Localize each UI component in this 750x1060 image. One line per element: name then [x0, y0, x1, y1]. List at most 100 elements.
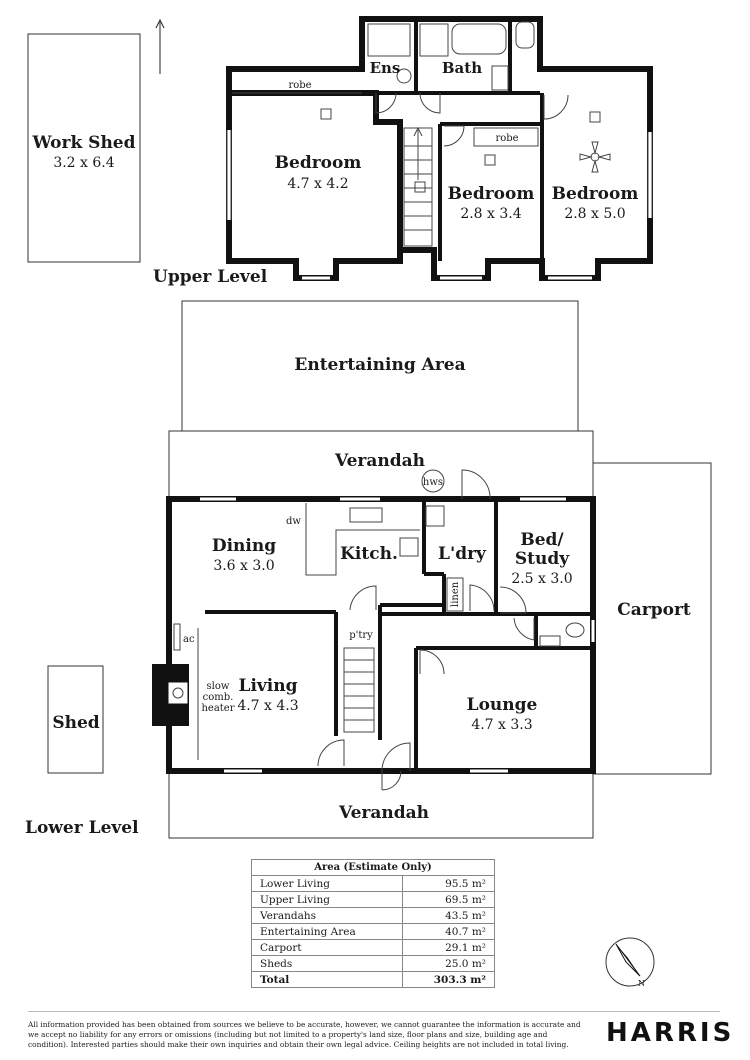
toilet-icon — [565, 622, 585, 638]
kitchen-bench — [305, 503, 420, 576]
area-row-label: Lower Living — [251, 875, 403, 892]
ac-unit-icon — [173, 623, 181, 651]
area-row-value: 25.0 m² — [401, 955, 496, 972]
ens-name: Ens — [370, 59, 401, 77]
work-shed-outline — [27, 33, 141, 263]
lower-stairs — [343, 647, 375, 733]
compass-north-letter: N — [638, 979, 645, 988]
bed-study-name-2: Study — [515, 549, 570, 569]
ceiling-light-icon — [589, 111, 601, 123]
ceiling-light-icon — [484, 154, 496, 166]
area-row-value: 69.5 m² — [401, 891, 496, 908]
total-value: 303.3 m² — [401, 971, 496, 988]
north-arrow-icon — [155, 18, 165, 74]
work-shed-name: Work Shed — [31, 133, 135, 153]
compass-icon: N — [605, 937, 655, 988]
dw-label: dw — [286, 516, 301, 527]
bedroom-3-name: Bedroom — [552, 184, 639, 204]
area-row-label: Sheds — [251, 955, 403, 972]
kitchen-name: Kitch. — [340, 544, 398, 564]
area-row-label: Verandahs — [251, 907, 403, 924]
work-shed-dims: 3.2 x 6.4 — [53, 155, 114, 171]
entertaining-area-name: Entertaining Area — [294, 355, 465, 375]
bedroom-2-name: Bedroom — [448, 184, 535, 204]
brand-logo: HARRIS — [606, 1018, 735, 1048]
bedroom3-door — [543, 94, 569, 120]
shed-name: Shed — [52, 713, 99, 733]
area-row-value: 40.7 m² — [401, 923, 496, 940]
bedroom-main-dims: 4.7 x 4.2 — [287, 176, 348, 192]
bed-study-name-1: Bed/ — [520, 530, 564, 550]
bedroom-3-dims: 2.8 x 5.0 — [564, 206, 625, 222]
dining-name: Dining — [212, 536, 276, 556]
carport-name: Carport — [617, 600, 691, 620]
ens-basin-icon — [396, 68, 412, 84]
ceiling-fan-icon — [579, 141, 611, 173]
footer-divider — [28, 1011, 720, 1012]
toilet-icon — [515, 21, 535, 49]
living-door — [317, 739, 345, 767]
bed-study-door — [499, 586, 527, 614]
pantry-label: p'try — [349, 630, 373, 641]
disclaimer-text: All information provided has been obtain… — [28, 1020, 581, 1049]
linen-cupboard — [446, 577, 464, 612]
bath-name: Bath — [442, 59, 482, 77]
pantry-door — [349, 585, 377, 611]
lounge-door — [419, 649, 445, 675]
ceiling-light-icon — [320, 108, 332, 120]
area-row-label: Upper Living — [251, 891, 403, 908]
upper-stairs — [403, 126, 433, 247]
living-dims: 4.7 x 4.3 — [237, 698, 298, 714]
laundry-name: L'dry — [438, 544, 487, 564]
robe-2-label: robe — [495, 133, 518, 144]
bathtub-icon — [451, 23, 507, 55]
area-row-label: Carport — [251, 939, 403, 956]
total-label: Total — [251, 971, 403, 988]
back-door — [461, 469, 491, 500]
area-row-value: 95.5 m² — [401, 875, 496, 892]
lower-level-label: Lower Level — [25, 818, 139, 838]
bath-door — [419, 92, 441, 114]
robe-1-label: robe — [288, 80, 311, 91]
living-name: Living — [239, 676, 298, 696]
laundry-tub-icon — [425, 505, 445, 527]
hws-icon — [421, 469, 445, 493]
ens-shower-icon — [367, 23, 411, 57]
basin-icon — [539, 635, 561, 647]
cooktop-icon — [399, 537, 419, 557]
lounge-name: Lounge — [467, 695, 538, 715]
ens-door — [375, 92, 397, 114]
heater-label-1: slow — [207, 681, 230, 692]
bedroom2-door — [443, 125, 465, 147]
laundry-door — [469, 584, 495, 612]
hws-label: hws — [423, 477, 443, 488]
bath-shower-icon — [419, 23, 449, 57]
bedroom-2-dims: 2.8 x 3.4 — [460, 206, 521, 222]
upper-level-label: Upper Level — [153, 267, 268, 287]
wc-door — [513, 617, 535, 641]
dining-dims: 3.6 x 3.0 — [213, 558, 274, 574]
lounge-dims: 4.7 x 3.3 — [471, 717, 532, 733]
area-table-title: Area (Estimate Only) — [251, 859, 495, 876]
verandah-back-name: Verandah — [334, 451, 425, 471]
heater-label-2: comb. — [203, 692, 234, 703]
robe-2-outline — [473, 127, 539, 147]
ac-label: ac — [183, 634, 195, 645]
bedroom-main-name: Bedroom — [275, 153, 362, 173]
linen-label: linen — [450, 581, 461, 607]
sink-icon — [349, 507, 383, 523]
bath-vanity-icon — [491, 65, 509, 91]
heater-label-3: heater — [201, 703, 234, 714]
area-row-label: Entertaining Area — [251, 923, 403, 940]
verandah-front-name: Verandah — [338, 803, 429, 823]
bed-study-dims: 2.5 x 3.0 — [511, 571, 572, 587]
